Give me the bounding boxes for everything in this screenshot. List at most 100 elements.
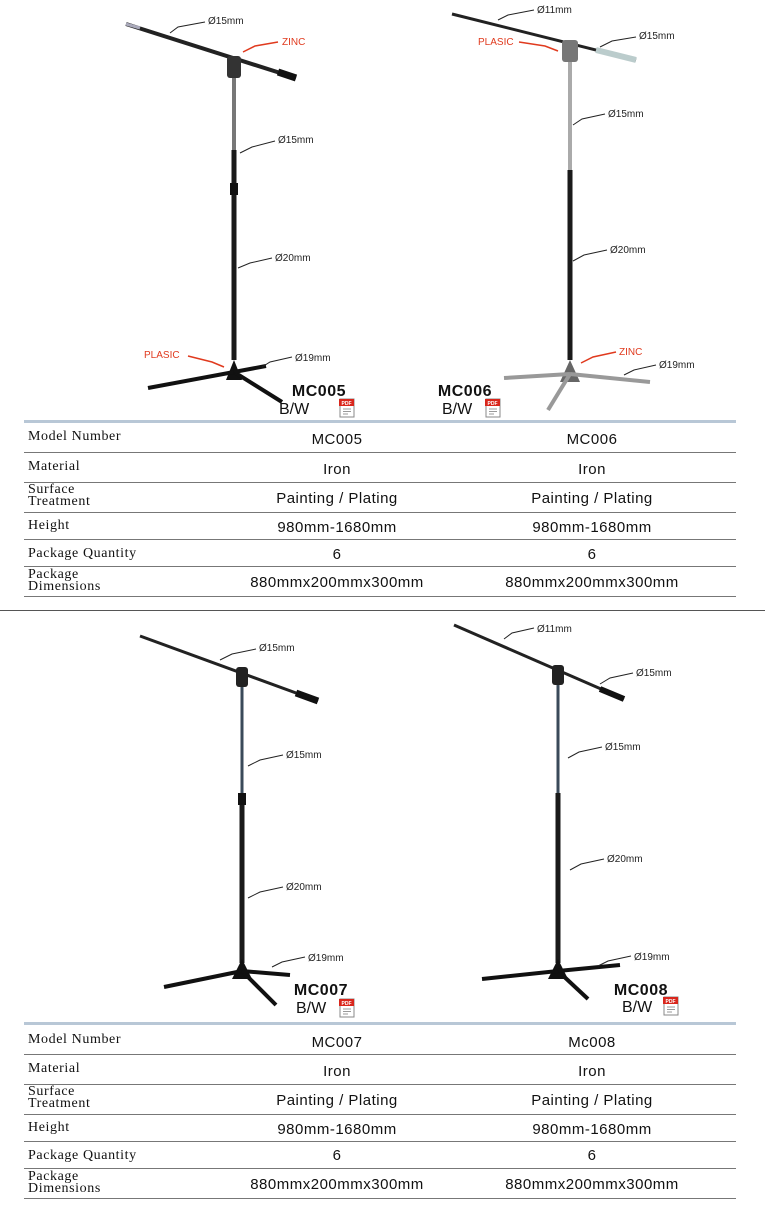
dimension-annotations-mc008: Ø11mm Ø15mm Ø15mm Ø20mm Ø19mm	[503, 624, 672, 967]
mic-stand-mc007-image	[139, 634, 320, 1007]
bw-label-mc008: B/W	[622, 999, 653, 1016]
dim-boom-mc008: Ø15mm	[636, 668, 672, 679]
dim-upper-mc005: Ø15mm	[278, 135, 314, 146]
dim-lower-mc006: Ø20mm	[610, 245, 646, 256]
stand-drawings-bottom: Ø15mm Ø15mm Ø20mm Ø19mm Ø11mm Ø15mm Ø15m…	[139, 623, 672, 1007]
spec-value: 6	[332, 1147, 342, 1164]
spec-table-top-border	[24, 1022, 736, 1025]
spec-label: Height	[28, 1120, 70, 1135]
dim-upper-mc007: Ø15mm	[286, 750, 322, 761]
dim-lower-mc005: Ø20mm	[275, 253, 311, 264]
dim-lower-mc007: Ø20mm	[286, 882, 322, 893]
spec-label: Height	[28, 518, 70, 533]
bw-label-mc007: B/W	[296, 1000, 327, 1017]
dim-boom-tip-mc006: Ø11mm	[537, 5, 572, 16]
pdf-icon[interactable]: PDF	[339, 998, 355, 1018]
spec-value: Painting / Plating	[276, 490, 398, 507]
spec-value: Painting / Plating	[531, 1092, 653, 1109]
dimension-annotations-mc006: Ø11mm PLASIC Ø15mm Ø15mm Ø20mm ZINC Ø19m…	[478, 5, 695, 376]
dim-upper-mc008: Ø15mm	[605, 742, 641, 753]
spec-value: 980mm-1680mm	[532, 519, 652, 536]
spec-value: Iron	[323, 461, 351, 478]
spec-value: 6	[587, 1147, 597, 1164]
spec-value: Iron	[578, 461, 606, 478]
spec-value: 880mmx200mmx300mm	[250, 1176, 424, 1193]
spec-value: 880mmx200mmx300mm	[505, 574, 679, 591]
spec-value: Painting / Plating	[276, 1092, 398, 1109]
svg-text:PDF: PDF	[342, 401, 352, 407]
svg-text:PDF: PDF	[488, 401, 498, 407]
model-label-mc005: MC005	[291, 383, 346, 400]
zinc-label-mc006: ZINC	[619, 347, 642, 358]
spec-value: 980mm-1680mm	[532, 1121, 652, 1138]
bw-label-mc005: B/W	[279, 401, 310, 418]
spec-value: Mc008	[568, 1034, 616, 1051]
bw-label-mc006: B/W	[442, 401, 473, 418]
mic-stand-mc006-image	[451, 12, 651, 412]
dim-boom-mc007: Ø15mm	[259, 643, 295, 654]
dim-base-mc005: Ø19mm	[295, 353, 331, 364]
spec-row-material: Material Iron Iron	[24, 453, 736, 483]
product-section-top: Ø15mm ZINC Ø15mm Ø20mm PLASIC Ø19mm Ø11m…	[24, 5, 736, 597]
spec-row-dimensions: Package Dimensions 880mmx200mmx300mm 880…	[24, 1169, 736, 1199]
spec-table-top-border	[24, 420, 736, 423]
spec-label: Material	[28, 1061, 81, 1076]
mic-stand-mc008-image	[453, 623, 626, 1001]
spec-label: Surface Treatment	[28, 482, 91, 509]
svg-text:PDF: PDF	[342, 1001, 352, 1007]
spec-label: Package Dimensions	[28, 1169, 101, 1196]
pdf-icon[interactable]: PDF	[485, 398, 501, 418]
spec-row-height: Height 980mm-1680mm 980mm-1680mm	[24, 1115, 736, 1142]
spec-row-quantity: Package Quantity 6 6	[24, 1142, 736, 1169]
spec-row-model: Model Number MC007 Mc008	[24, 1025, 736, 1055]
plasic-label-mc006: PLASIC	[478, 37, 514, 48]
spec-label: Surface Treatment	[28, 1084, 91, 1111]
spec-value: MC005	[311, 431, 363, 448]
dimension-annotations-mc007: Ø15mm Ø15mm Ø20mm Ø19mm	[219, 643, 344, 968]
spec-value: 880mmx200mmx300mm	[505, 1176, 679, 1193]
spec-value: 6	[587, 546, 597, 563]
dim-base-mc007: Ø19mm	[308, 953, 344, 964]
spec-value: MC006	[566, 431, 618, 448]
spec-value: Painting / Plating	[531, 490, 653, 507]
spec-value: Iron	[323, 1063, 351, 1080]
spec-value: Iron	[578, 1063, 606, 1080]
spec-value: MC007	[311, 1034, 363, 1051]
spec-value: 880mmx200mmx300mm	[250, 574, 424, 591]
dimension-annotations-mc005: Ø15mm ZINC Ø15mm Ø20mm PLASIC Ø19mm	[144, 16, 331, 368]
spec-label: Model Number	[28, 429, 122, 444]
spec-value: 980mm-1680mm	[277, 519, 397, 536]
dim-boom-mc005: Ø15mm	[208, 16, 244, 27]
product-section-bottom: Ø15mm Ø15mm Ø20mm Ø19mm Ø11mm Ø15mm Ø15m…	[0, 613, 765, 1213]
pdf-icon[interactable]: PDF	[339, 398, 355, 418]
dim-base-mc008: Ø19mm	[634, 952, 670, 963]
dim-boom-mc006: Ø15mm	[639, 31, 675, 42]
spec-value: 6	[332, 546, 342, 563]
model-label-mc008: MC008	[613, 982, 668, 999]
spec-row-model: Model Number MC005 MC006	[24, 423, 736, 453]
model-label-mc006: MC006	[437, 383, 492, 400]
spec-row-material: Material Iron Iron	[24, 1055, 736, 1085]
dim-base-mc006: Ø19mm	[659, 360, 695, 371]
plasic-label-mc005: PLASIC	[144, 350, 180, 361]
pdf-icon[interactable]: PDF	[663, 996, 679, 1016]
dim-upper-mc006: Ø15mm	[608, 109, 644, 120]
zinc-label-mc005: ZINC	[282, 37, 305, 48]
spec-value: 980mm-1680mm	[277, 1121, 397, 1138]
section-divider	[0, 610, 765, 611]
spec-label: Package Quantity	[28, 1148, 137, 1163]
spec-row-height: Height 980mm-1680mm 980mm-1680mm	[24, 513, 736, 540]
spec-row-quantity: Package Quantity 6 6	[24, 540, 736, 567]
dim-lower-mc008: Ø20mm	[607, 854, 643, 865]
spec-row-surface: Surface Treatment Painting / Plating Pai…	[24, 1085, 736, 1115]
mic-stand-mc005-image	[125, 22, 298, 404]
stand-drawings-top: Ø15mm ZINC Ø15mm Ø20mm PLASIC Ø19mm Ø11m…	[125, 5, 695, 412]
spec-label: Model Number	[28, 1032, 122, 1047]
spec-label: Material	[28, 459, 81, 474]
spec-row-surface: Surface Treatment Painting / Plating Pai…	[24, 483, 736, 513]
spec-label: Package Quantity	[28, 546, 137, 561]
svg-text:PDF: PDF	[666, 999, 676, 1005]
spec-label: Package Dimensions	[28, 567, 101, 594]
dim-boom-tip-mc008: Ø11mm	[537, 624, 572, 635]
model-label-mc007: MC007	[293, 982, 348, 999]
